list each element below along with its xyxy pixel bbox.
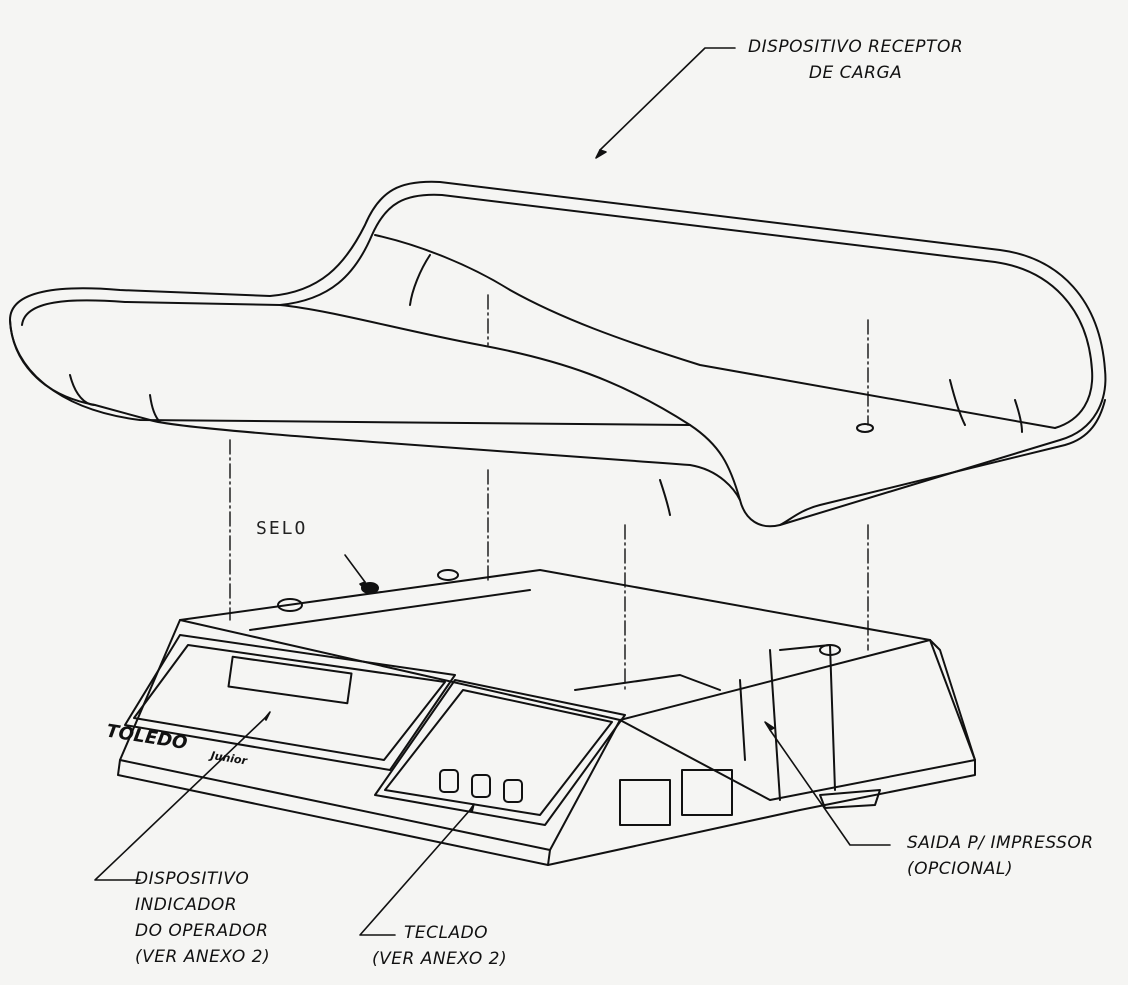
leader-lines [94,47,891,936]
scale-base [117,569,976,866]
label-indicador-line4: (VER ANEXO 2) [135,947,271,967]
load-receptor-tray [9,180,1107,528]
assembly-center-lines [229,294,869,691]
label-indicador-line1: DISPOSITIVO [135,869,250,889]
label-receptor: DISPOSITIVO RECEPTOR DE CARGA [748,34,963,86]
label-saida-line1: SAIDA P/ IMPRESSOR [907,833,1094,853]
label-receptor-line2: DE CARGA [808,63,903,83]
label-indicador-line2: INDICADOR [135,895,238,915]
label-selo: SELO [256,518,308,539]
label-indicador-line3: DO OPERADOR [135,921,269,941]
label-teclado-line1: TECLADO [404,923,489,943]
brand-model: Junior [208,749,249,768]
label-receptor-line1: DISPOSITIVO RECEPTOR [748,37,964,57]
label-teclado: TECLADO (VER ANEXO 2) [372,920,507,972]
label-indicador: DISPOSITIVO INDICADOR DO OPERADOR (VER A… [135,866,270,970]
label-saida: SAIDA P/ IMPRESSOR (OPCIONAL) [907,830,1094,882]
label-teclado-line2: (VER ANEXO 2) [372,949,508,969]
label-saida-line2: (OPCIONAL) [907,859,1013,879]
